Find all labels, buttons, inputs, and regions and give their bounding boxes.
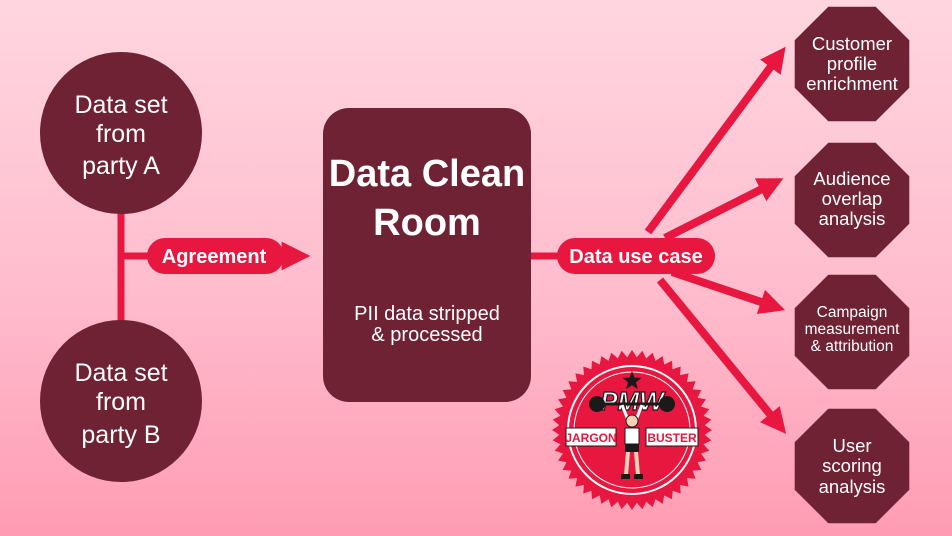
outcome-4-octagon xyxy=(794,408,910,524)
outcome-2-line-2: overlap xyxy=(822,188,883,209)
arrow-to-outcome-4 xyxy=(656,277,787,434)
outcome-1-line-2: profile xyxy=(827,53,877,74)
outcome-1-line-1: Customer xyxy=(812,33,892,54)
source-b-line-3: party B xyxy=(81,421,160,449)
source-a-line-3: party A xyxy=(82,152,160,180)
source-a-line-1: Data set xyxy=(74,91,167,119)
outcome-4-line-2: scoring xyxy=(822,455,882,476)
outcome-1-octagon xyxy=(794,6,910,122)
use-case-label: Data use case xyxy=(569,246,702,268)
outcome-2-line-3: analysis xyxy=(819,208,886,229)
clean-room-subtitle-line-2: & processed xyxy=(371,324,482,346)
clean-room-subtitle-line-1: PII data stripped xyxy=(354,303,500,325)
jargon-buster-badge: PMW JARGON BUSTER xyxy=(552,350,712,510)
agreement-label: Agreement xyxy=(162,246,267,268)
weightlifter-icon xyxy=(589,396,675,479)
outcome-node-1: Customer profile enrichment xyxy=(794,6,910,122)
arrow-to-outcome-1 xyxy=(644,46,786,235)
agreement-pill: Agreement xyxy=(147,238,284,274)
arrow-to-outcome-2 xyxy=(663,178,784,242)
outcome-2-octagon xyxy=(794,142,910,258)
badge-word-1: JARGON xyxy=(565,431,616,445)
outcome-1-line-3: enrichment xyxy=(806,73,898,94)
outcome-node-4: User scoring analysis xyxy=(794,408,910,524)
outcome-2-line-1: Audience xyxy=(813,168,890,189)
badge-brand: PMW xyxy=(600,386,666,416)
source-b-line-2: from xyxy=(96,388,146,416)
outcome-3-octagon xyxy=(794,274,910,390)
outcome-node-2: Audience overlap analysis xyxy=(794,142,910,258)
outcome-4-line-1: User xyxy=(832,435,871,456)
outcome-3-line-1: Campaign xyxy=(817,304,888,321)
source-a-line-2: from xyxy=(96,120,146,148)
outcome-node-3: Campaign measurement & attribution xyxy=(794,274,910,390)
clean-room-title-line-2: Room xyxy=(373,202,481,244)
source-node-a: Data set from party A xyxy=(40,52,202,214)
outcome-3-line-2: measurement xyxy=(805,321,900,338)
clean-room-box: Data Clean Room PII data stripped & proc… xyxy=(323,108,531,402)
outcome-arrows xyxy=(644,46,787,434)
clean-room-title-line-1: Data Clean xyxy=(329,153,525,195)
source-b-line-1: Data set xyxy=(74,359,167,387)
use-case-pill: Data use case xyxy=(557,238,715,274)
arrow-to-outcome-3 xyxy=(670,268,786,315)
source-node-b: Data set from party B xyxy=(40,320,202,482)
outcome-3-line-3: & attribution xyxy=(811,338,894,355)
outcome-4-line-3: analysis xyxy=(819,476,886,497)
badge-word-2: BUSTER xyxy=(647,431,697,445)
star-icon xyxy=(622,371,642,390)
